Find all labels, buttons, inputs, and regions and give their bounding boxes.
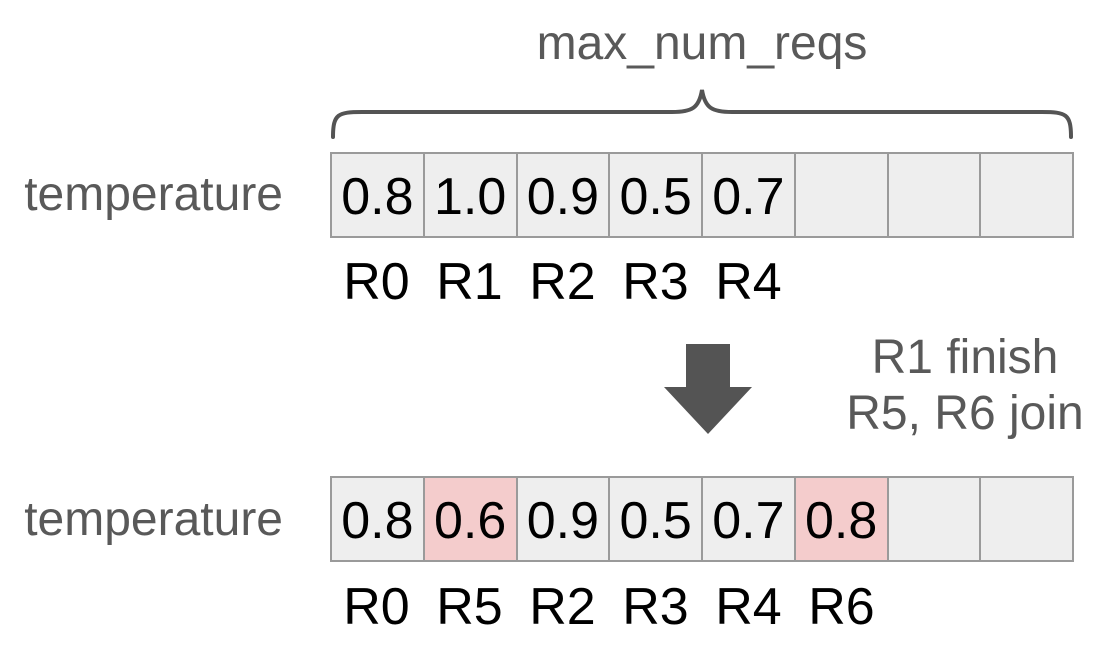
request-label: R3 <box>622 578 689 636</box>
array-cell: 0.8 <box>332 478 425 560</box>
request-label: R6 <box>808 578 875 636</box>
curly-brace-icon <box>331 89 1073 139</box>
request-label: R4 <box>715 253 782 311</box>
array-cell: 0.9 <box>517 154 611 236</box>
request-label: R0 <box>343 253 410 311</box>
transition-note: R1 finish R5, R6 join <box>820 330 1110 442</box>
temperature-label-bottom: temperature <box>24 493 283 546</box>
request-label: R5 <box>436 578 503 636</box>
transition-note-line1: R1 finish <box>871 331 1059 384</box>
request-label: R3 <box>622 253 689 311</box>
array-cell <box>981 478 1072 560</box>
request-labels-top: R0 R1 R2 R3 R4 <box>330 256 1074 308</box>
array-cell: 0.5 <box>610 478 703 560</box>
array-cell <box>795 154 889 236</box>
request-label: R0 <box>343 578 410 636</box>
array-cell: 0.9 <box>517 478 611 560</box>
request-label: R2 <box>529 578 596 636</box>
transition-note-line2: R5, R6 join <box>846 387 1084 440</box>
array-cell <box>981 154 1072 236</box>
request-labels-bottom: R0 R5 R2 R3 R4 R6 <box>330 581 1074 633</box>
request-label: R2 <box>529 253 596 311</box>
array-cell <box>888 478 982 560</box>
array-cell: 1.0 <box>424 154 518 236</box>
request-label: R4 <box>715 578 782 636</box>
array-cell: 0.8 <box>332 154 425 236</box>
max-num-reqs-label: max_num_reqs <box>536 17 868 70</box>
array-cell-highlighted: 0.8 <box>795 478 889 560</box>
temperature-label-top: temperature <box>24 168 283 221</box>
array-cell <box>888 154 982 236</box>
array-cell: 0.7 <box>703 154 796 236</box>
array-cell: 0.7 <box>703 478 796 560</box>
request-label: R1 <box>436 253 503 311</box>
array-cell-highlighted: 0.6 <box>424 478 518 560</box>
down-arrow-icon <box>664 344 752 434</box>
array-cell: 0.5 <box>610 154 703 236</box>
